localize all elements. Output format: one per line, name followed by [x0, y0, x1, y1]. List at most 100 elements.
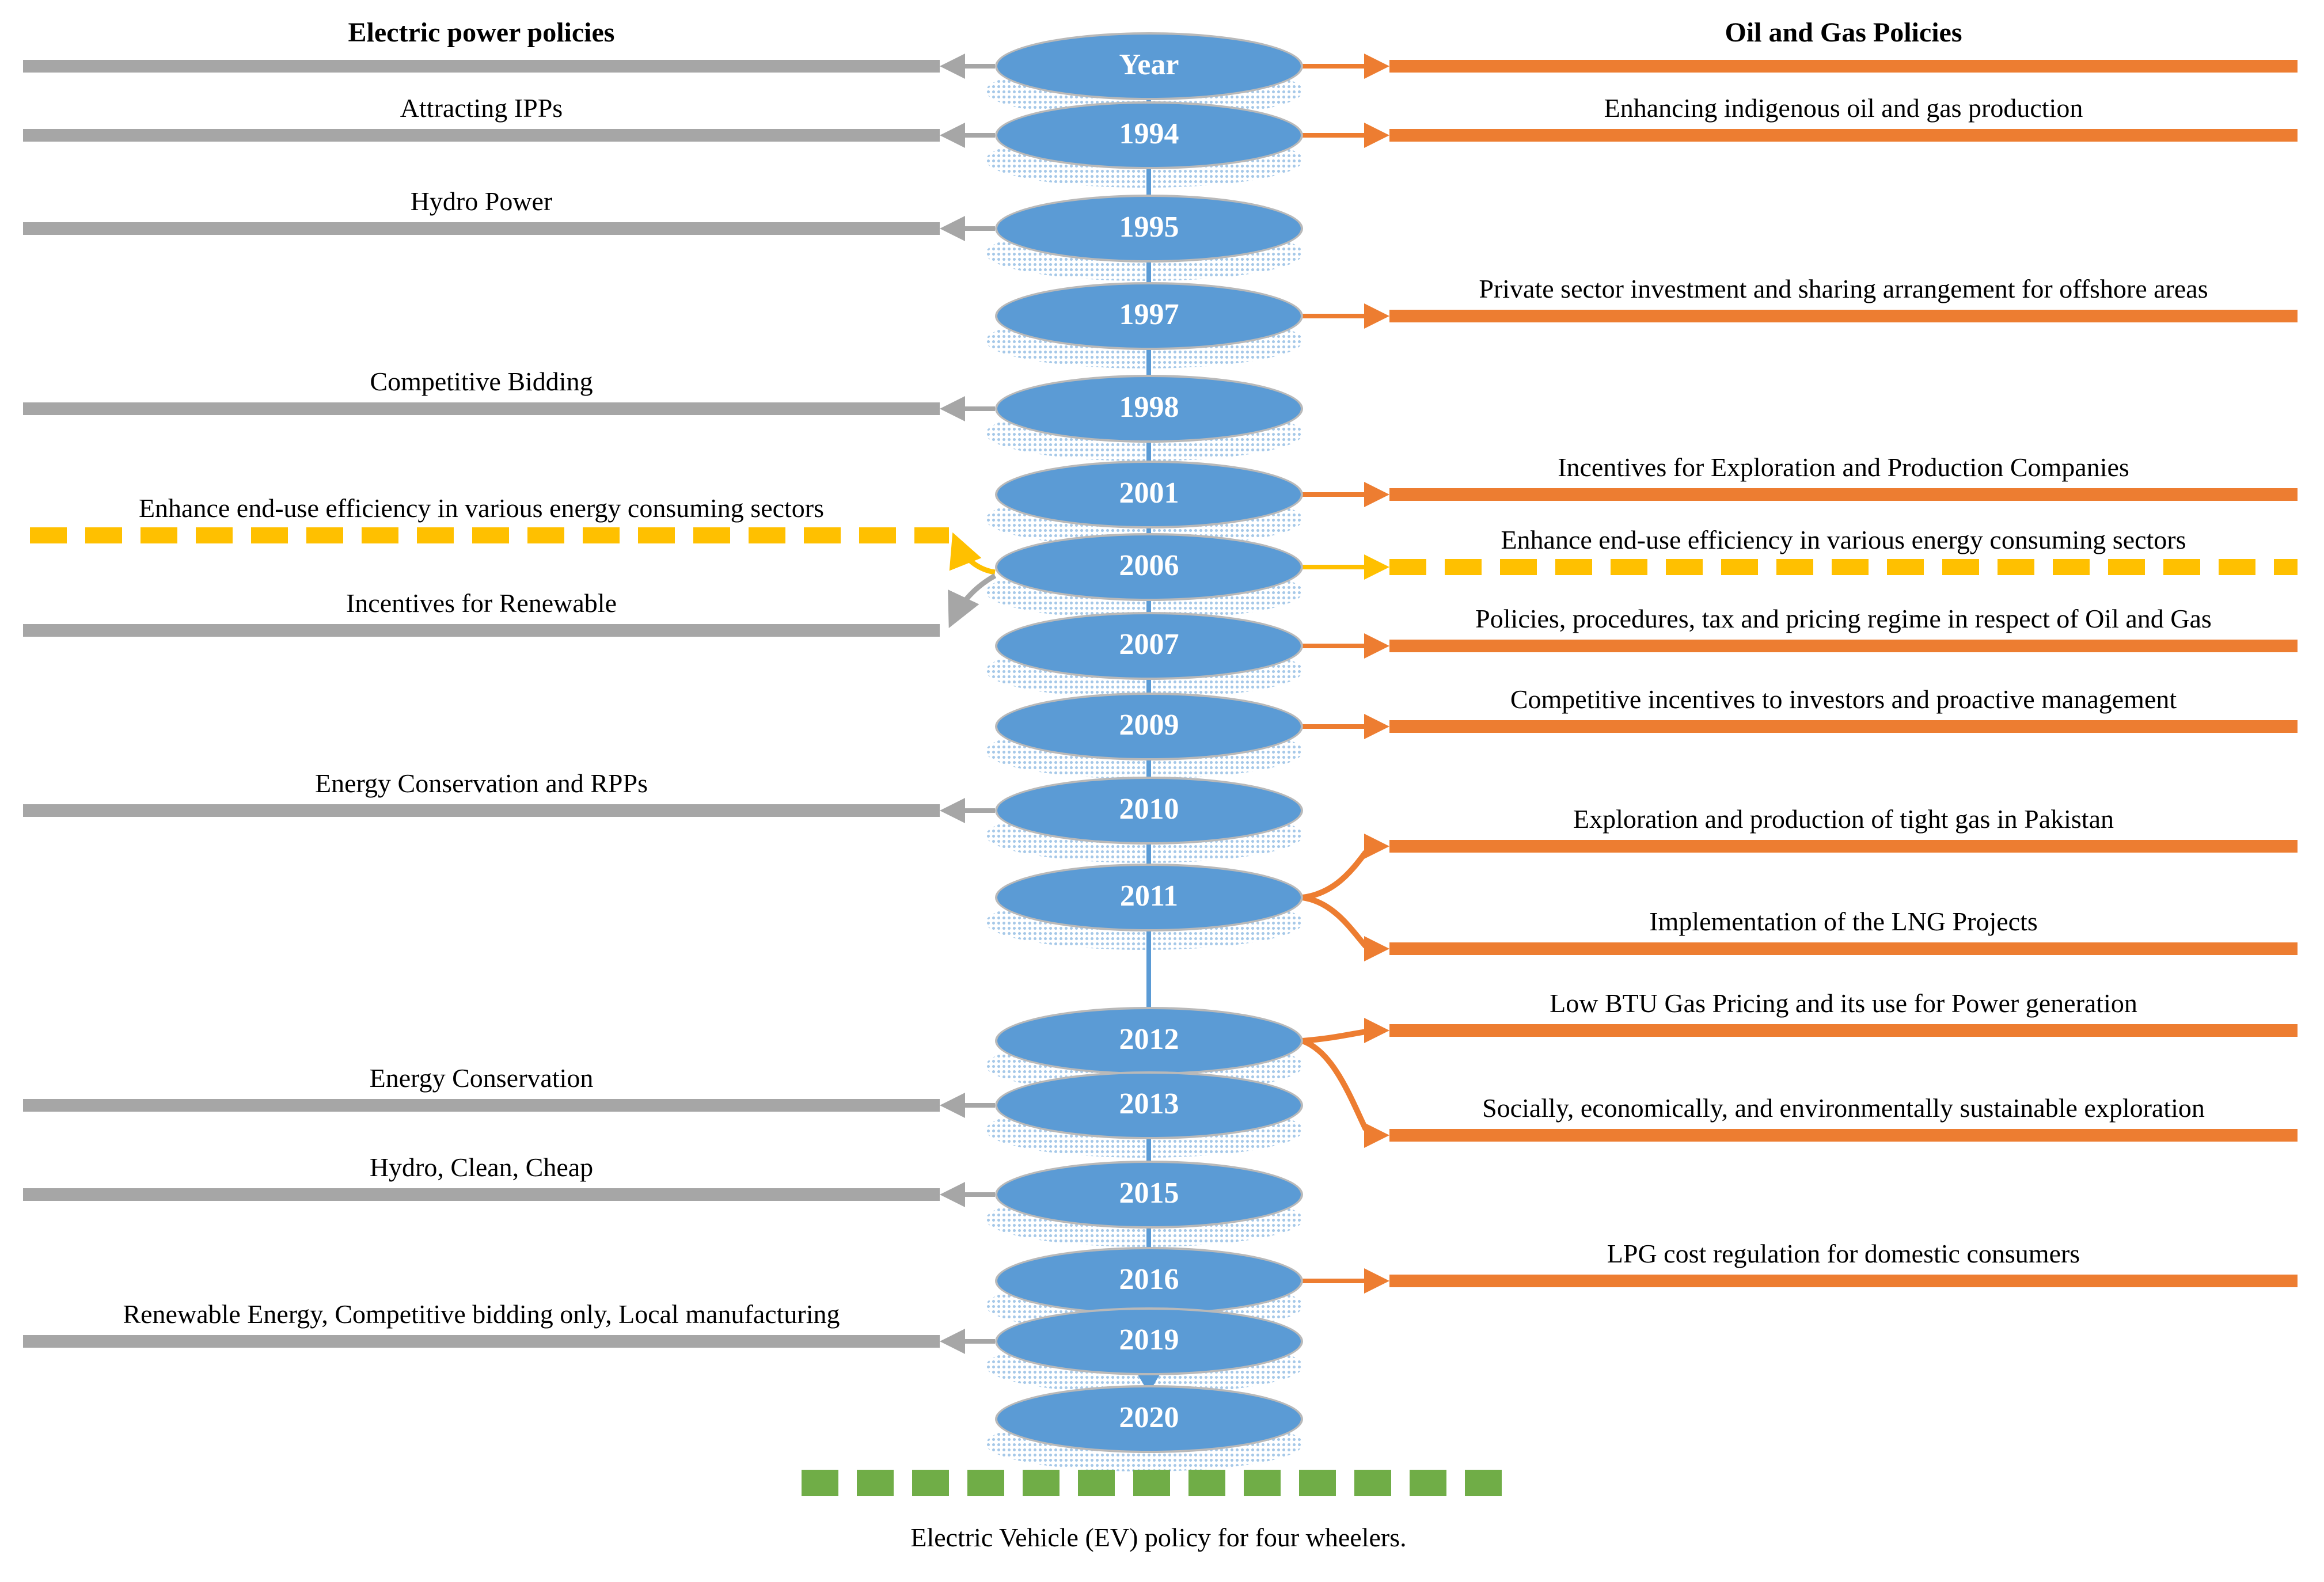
policy-label: Exploration and production of tight gas …	[1573, 804, 2114, 834]
node-label: 2015	[995, 1161, 1303, 1229]
policy-label: Hydro, Clean, Cheap	[369, 1153, 594, 1182]
connector-line	[1302, 133, 1364, 138]
policy-label: Hydro Power	[410, 187, 553, 216]
policy-label: Implementation of the LNG Projects	[1649, 907, 2038, 936]
node-label: 2001	[995, 461, 1303, 528]
policy-bar	[1389, 310, 2298, 322]
policy-label: Low BTU Gas Pricing and its use for Powe…	[1550, 988, 2137, 1018]
node-label: 2006	[995, 533, 1303, 601]
arrow-right-icon	[1364, 1123, 1389, 1148]
node-label: 1994	[995, 101, 1303, 169]
connector-line	[965, 64, 995, 69]
arrow-right-icon	[1364, 303, 1389, 329]
right-column-header: Oil and Gas Policies	[1725, 17, 1962, 48]
timeline-node-1995: 1995	[986, 195, 1304, 281]
node-label: 2009	[995, 693, 1303, 760]
timeline-node-2007: 2007	[986, 612, 1304, 698]
timeline-node-1997: 1997	[986, 282, 1304, 368]
node-label: 2013	[995, 1071, 1303, 1139]
policy-label: Enhance end-use efficiency in various en…	[1501, 525, 2186, 554]
arrow-left-icon	[940, 396, 965, 421]
left-column-header: Electric power policies	[348, 17, 615, 48]
arrow-right-icon	[1364, 54, 1389, 79]
timeline-node-2019: 2019	[986, 1307, 1304, 1394]
arrow-left-icon	[940, 1329, 965, 1354]
policy-bar	[1389, 1129, 2298, 1142]
policy-label: Energy Conservation	[369, 1063, 594, 1093]
policy-bar	[23, 1099, 940, 1112]
policy-bar	[1389, 942, 2298, 955]
curve-2006-to-incentives-renewable	[948, 573, 997, 629]
policy-label: Incentives for Exploration and Productio…	[1558, 452, 2129, 482]
arrow-left-icon	[940, 54, 965, 79]
connector-line	[1302, 314, 1364, 318]
arrow-right-icon	[1364, 482, 1389, 507]
arrow-right-icon	[1364, 554, 1389, 580]
node-label: 2020	[995, 1385, 1303, 1453]
connector-line	[1302, 565, 1364, 569]
arrow-left-icon	[940, 1182, 965, 1207]
connector-line	[965, 226, 995, 231]
policy-label: Renewable Energy, Competitive bidding on…	[123, 1299, 840, 1329]
policy-bar	[1389, 840, 2298, 853]
connector-line	[965, 133, 995, 138]
arrow-right-icon	[1364, 714, 1389, 739]
policy-label: Private sector investment and sharing ar…	[1479, 274, 2208, 303]
timeline-node-1998: 1998	[986, 375, 1304, 461]
policy-label: Policies, procedures, tax and pricing re…	[1475, 604, 2212, 633]
policy-label: Attracting IPPs	[400, 93, 563, 123]
timeline-node-2013: 2013	[986, 1071, 1304, 1158]
node-label: 2012	[995, 1007, 1303, 1075]
connector-line	[1302, 1279, 1364, 1283]
policy-bar	[1389, 60, 2298, 73]
policy-bar	[23, 624, 940, 637]
arrow-right-icon	[1364, 834, 1389, 859]
policy-bar	[23, 402, 940, 415]
policy-bar	[23, 1335, 940, 1348]
policy-bar	[1389, 488, 2298, 501]
arrow-left-icon	[940, 123, 965, 148]
policy-bar	[23, 60, 940, 73]
node-label: 2011	[995, 864, 1303, 931]
arrow-left-icon	[940, 216, 965, 241]
policy-label: Socially, economically, and environmenta…	[1482, 1093, 2205, 1123]
policy-bar	[1389, 640, 2298, 652]
arrow-right-icon	[1364, 1018, 1389, 1043]
timeline-node-1994: 1994	[986, 101, 1304, 188]
node-label: 2019	[995, 1307, 1303, 1375]
connector-line	[1302, 644, 1364, 648]
policy-label: Energy Conservation and RPPs	[315, 769, 648, 798]
policy-label: Enhancing indigenous oil and gas product…	[1604, 93, 2083, 123]
connector-line	[1302, 492, 1364, 497]
curve-2011-to-lng	[1302, 895, 1368, 949]
policy-bar	[1389, 1275, 2298, 1287]
connector-line	[965, 1192, 995, 1197]
policy-bar	[1389, 1024, 2298, 1037]
timeline-node-2015: 2015	[986, 1161, 1304, 1247]
node-label: 2007	[995, 612, 1303, 680]
timeline-node-2016: 2016	[986, 1247, 1304, 1333]
timeline-node-2020: 2020	[986, 1385, 1304, 1471]
policy-bar	[1389, 720, 2298, 733]
arrow-right-icon	[1364, 633, 1389, 659]
connector-line	[965, 1103, 995, 1108]
policy-bar	[1389, 129, 2298, 142]
curve-2012-to-sustainable	[1301, 1038, 1369, 1131]
node-label: 1997	[995, 282, 1303, 350]
connector-line	[965, 808, 995, 813]
arrow-left-icon	[940, 1093, 965, 1118]
connector-line	[1302, 64, 1364, 69]
arrow-right-icon	[1364, 1268, 1389, 1294]
arrow-right-icon	[1364, 936, 1389, 961]
policy-label: Competitive incentives to investors and …	[1510, 684, 2177, 714]
timeline-node-2012: 2012	[986, 1007, 1304, 1093]
curve-2012-to-low-btu	[1302, 1029, 1366, 1044]
arrow-left-icon	[940, 798, 965, 823]
curve-2011-to-tight-gas	[1302, 850, 1369, 900]
policy-label: Incentives for Renewable	[345, 588, 617, 618]
node-label: Year	[995, 32, 1303, 100]
node-label: 2016	[995, 1247, 1303, 1315]
policy-bar	[23, 804, 940, 817]
connector-line	[1302, 724, 1364, 729]
